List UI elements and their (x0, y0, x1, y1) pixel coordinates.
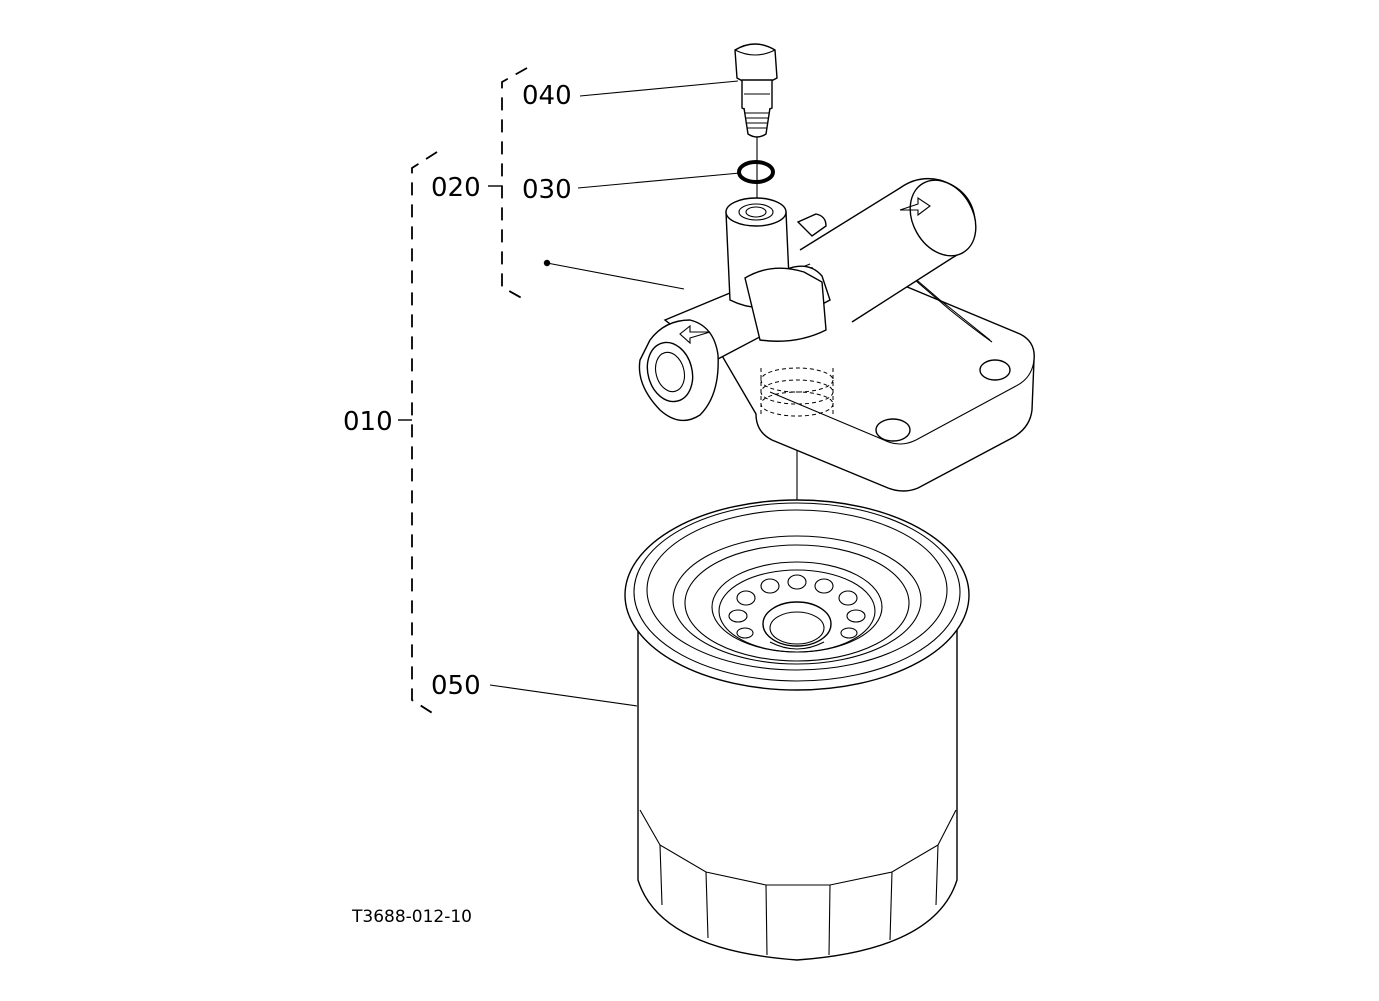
label-020: 020 (431, 173, 481, 203)
filter-head-020 (638, 177, 1035, 492)
leader-lines (489, 80, 741, 707)
label-050: 050 (431, 671, 481, 701)
bracket-010 (398, 151, 438, 717)
label-030: 030 (522, 175, 572, 205)
o-ring-030 (737, 160, 775, 184)
label-040: 040 (522, 81, 572, 111)
label-010: 010 (343, 407, 393, 437)
air-vent-plug-040 (734, 43, 778, 138)
bracket-020 (488, 67, 528, 302)
filter-cartridge-050 (624, 499, 970, 961)
drawing-code: T3688-012-10 (351, 907, 472, 927)
